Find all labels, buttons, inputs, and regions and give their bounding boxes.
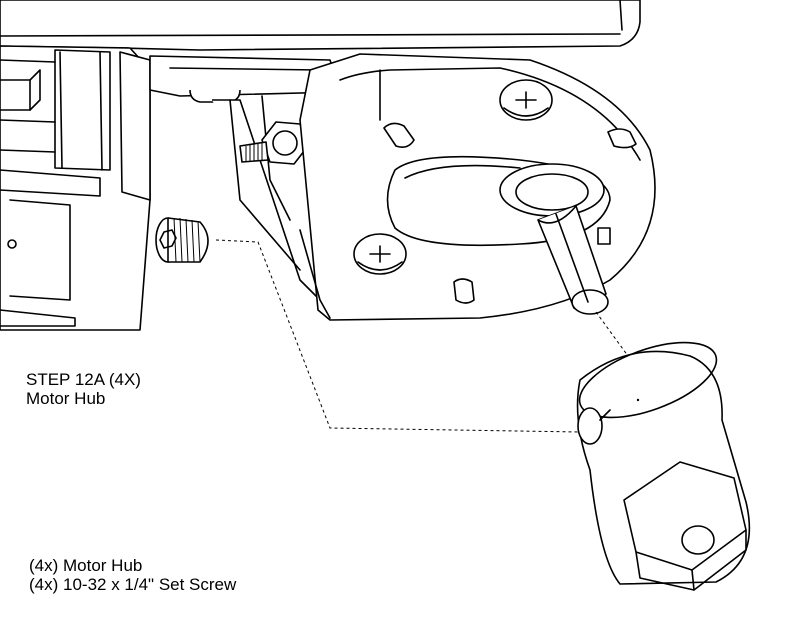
parts-list-item: (4x) 10-32 x 1/4" Set Screw — [29, 575, 237, 594]
assembly-leader-lines — [215, 239, 629, 433]
set-screw — [155, 217, 209, 263]
mount-slot-upper-right — [607, 128, 637, 149]
phillips-screw-top — [499, 79, 553, 121]
parts-list-item: (4x) Motor Hub — [29, 556, 143, 575]
motor-hub — [576, 341, 751, 591]
step-title: STEP 12A (4X) — [26, 370, 141, 389]
chassis-top-plate — [0, 0, 641, 51]
left-frame-structure — [0, 45, 151, 331]
mount-slot-upper-left — [383, 122, 415, 148]
step-subtitle: Motor Hub — [26, 389, 106, 408]
motor-shaft — [499, 163, 611, 315]
mount-slot-lower — [453, 278, 475, 304]
phillips-screw-bottom — [353, 233, 407, 275]
